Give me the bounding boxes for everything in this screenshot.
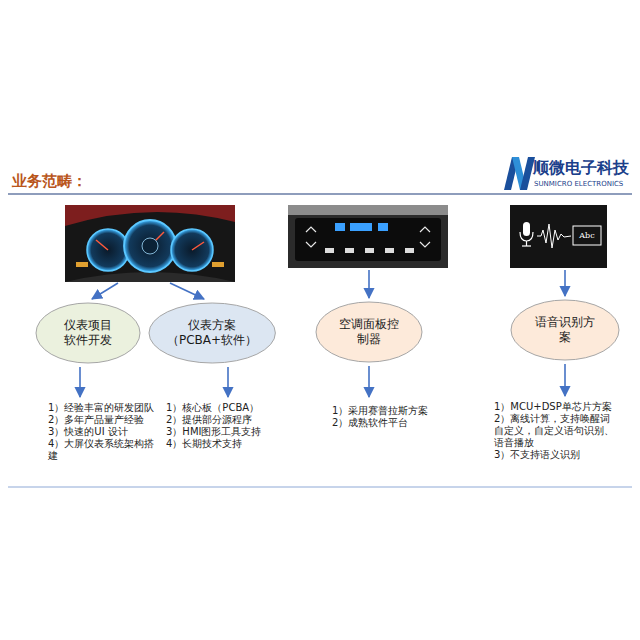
ellipse-node: 仪表方案 （PCBA+软件） [148, 302, 276, 364]
ac-panel-photo [306, 242, 316, 247]
ac-panel-photo [420, 227, 430, 232]
ac-panel-photo [288, 205, 448, 268]
flow-arrows [368, 366, 370, 397]
list-item: 3）HMI图形工具支持 [166, 426, 278, 438]
list-item: 4）大屏仪表系统架构搭建 [48, 438, 160, 462]
company-name-en: SUNMICRO ELECTRONICS [534, 180, 623, 188]
list-item: 3）不支持语义识别 [494, 449, 614, 461]
ac-panel-photo [385, 248, 394, 253]
ac-panel-photo [345, 248, 354, 253]
header-rule [8, 193, 632, 194]
node-label: 语音识别方 案 [532, 315, 598, 345]
list-item: 4）长期技术支持 [166, 438, 278, 450]
ac-panel-photo [295, 218, 441, 261]
list-item: 1）核心板（PCBA） [166, 402, 278, 414]
icon-text: Abc [574, 227, 600, 244]
ellipse-shape [149, 303, 275, 363]
node-text-box: 仪表方案 （PCBA+软件） [164, 318, 260, 348]
flow-arrows [564, 270, 566, 296]
ac-panel-photo [335, 223, 345, 231]
voice-icon [522, 245, 531, 246]
ac-panel-photo [420, 242, 430, 247]
voice-icon [573, 226, 601, 245]
ellipse-node: 仪表项目 软件开发 [35, 302, 141, 364]
dashboard-photo [87, 229, 129, 271]
dashboard-photo [65, 272, 235, 282]
voice-icon [510, 205, 607, 268]
flow-arrows [368, 270, 370, 298]
list-item: 2）离线计算，支持唤醒词自定义，自定义语句识别、语音播放 [494, 413, 614, 449]
company-name: 顺微电子科技 [533, 158, 629, 179]
ac-panel-photo [288, 205, 448, 215]
list-item: 3）快速的UI 设计 [48, 426, 160, 438]
flow-arrows [79, 367, 81, 397]
ac-panel-photo [288, 205, 448, 268]
list-item: 1）采用赛普拉斯方案 [332, 405, 450, 417]
logo-mark [520, 157, 535, 190]
dashboard-photo [212, 262, 224, 267]
voice-icon [520, 232, 533, 241]
dashboard-photo [171, 229, 213, 271]
ac-panel-photo [306, 227, 316, 232]
voice-icon [523, 222, 530, 236]
dashboard-photo [65, 205, 235, 282]
logo-mark [504, 157, 535, 190]
node-label: 空调面板控 制器 [336, 317, 402, 347]
ac-panel-photo [378, 223, 388, 231]
voice-icon [526, 241, 527, 246]
ac-panel-photo [325, 248, 334, 253]
ellipse-shape [316, 302, 422, 362]
ellipse-shape [511, 300, 619, 360]
ac-panel-photo [405, 248, 414, 253]
list-item: 2）多年产品量产经验 [48, 414, 160, 426]
dashboard-photo [65, 205, 235, 282]
dashboard-photo [124, 220, 176, 272]
list-item: 2）提供部分源程序 [166, 414, 278, 426]
flow-arrows [170, 283, 204, 299]
flow-arrows [564, 364, 566, 396]
node-text-box: 空调面板控 制器 [336, 317, 402, 347]
node-label: 仪表方案 （PCBA+软件） [164, 318, 260, 348]
flow-arrows [80, 270, 565, 397]
node-text-box: 仪表项目 软件开发 [58, 318, 118, 348]
footer-rule [8, 487, 632, 488]
ellipse-node: 语音识别方 案 [510, 299, 620, 361]
ellipse-node: 空调面板控 制器 [315, 301, 423, 363]
ellipse-shape [36, 303, 140, 363]
flow-arrows [227, 367, 229, 397]
ac-panel-photo [365, 248, 374, 253]
node-label: 仪表项目 软件开发 [58, 318, 118, 348]
list-item: 1）经验丰富的研发团队 [48, 402, 160, 414]
dashboard-photo [96, 240, 108, 250]
dashboard-photo [76, 262, 88, 267]
list-item: 1）MCU+DSP单芯片方案 [494, 401, 614, 413]
page-title: 业务范畴： [12, 172, 87, 191]
list-item: 2）成熟软件平台 [332, 417, 450, 429]
dashboard-photo [192, 242, 204, 250]
voice-icon [537, 224, 571, 248]
flow-arrows [92, 283, 118, 299]
dashboard-photo [142, 238, 158, 254]
node-text-box: 语音识别方 案 [532, 315, 598, 345]
ac-panel-photo [350, 223, 372, 231]
voice-icon [510, 205, 607, 268]
